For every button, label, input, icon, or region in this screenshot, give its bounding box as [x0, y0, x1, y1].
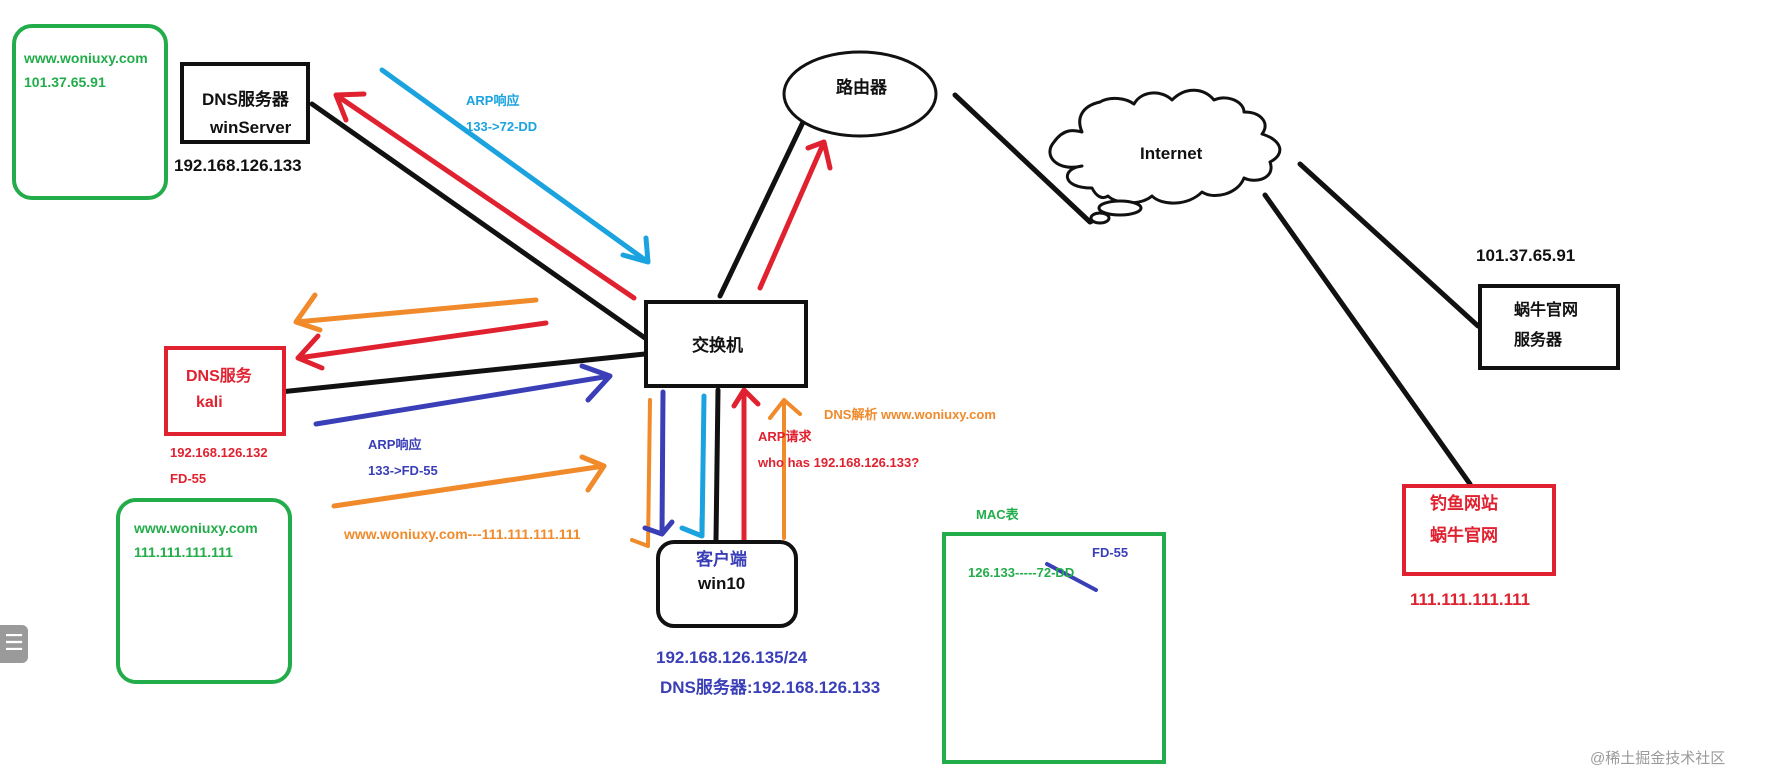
mac-table-box — [942, 532, 1166, 764]
arrow-arp-request-up — [731, 387, 761, 547]
arrow-cyan-down — [679, 393, 707, 539]
dns-cache-server-ip: 101.37.65.91 — [24, 74, 106, 90]
arrow-red-to-router — [757, 139, 833, 291]
spoofed-answer-label: www.woniuxy.com---111.111.111.111 — [344, 526, 581, 542]
arrow-blue-down — [642, 389, 675, 537]
kali-mac: FD-55 — [170, 471, 207, 486]
kali-node — [164, 346, 286, 436]
watermark: @稀土掘金技术社区 — [1590, 750, 1726, 767]
kali-ip: 192.168.126.132 — [170, 445, 268, 460]
dns-cache-kali-ip: 111.111.111.111 — [134, 544, 233, 560]
arrow-dns-query-up — [768, 398, 802, 540]
dns-cache-kali-box — [116, 498, 292, 684]
router-node — [782, 50, 938, 138]
client-os: win10 — [698, 574, 746, 593]
client-label: 客户端 — [696, 550, 747, 569]
mac-table-new-mac: FD-55 — [1092, 545, 1129, 560]
link-switch-client — [713, 387, 721, 543]
dns-server-ip: 192.168.126.133 — [174, 156, 302, 175]
arrow-arp-reply-kali — [313, 363, 613, 427]
mac-table-title: MAC表 — [976, 507, 1019, 522]
dns-server-os: winServer — [210, 118, 292, 137]
link-switch-router — [717, 115, 808, 299]
link-kali-switch — [277, 351, 648, 395]
switch-node — [644, 300, 808, 388]
arrow-arp-reply-server — [379, 67, 651, 265]
arp-reply-server-title: ARP响应 — [466, 93, 520, 108]
dns-server-node — [180, 62, 310, 144]
arrow-red-to-dnsserver — [333, 91, 637, 301]
dns-server-label: DNS服务器 — [202, 90, 289, 109]
arrow-red-to-kali — [295, 320, 549, 371]
arp-reply-server-mapping: 133->72-DD — [466, 119, 538, 134]
menu-icon[interactable]: ☰ — [0, 625, 28, 663]
dns-cache-kali-domain: www.woniuxy.com — [134, 520, 258, 536]
official-server-name: 蜗牛官网 — [1514, 302, 1579, 319]
arrow-spoofed-answer — [331, 454, 607, 509]
internet-label: Internet — [1140, 144, 1203, 163]
arrow-orange-to-kali — [293, 292, 539, 333]
kali-label: DNS服务 — [186, 368, 252, 385]
client-node — [656, 540, 798, 628]
dns-cache-server-domain: www.woniuxy.com — [24, 50, 148, 66]
client-dns-setting: DNS服务器:192.168.126.133 — [660, 678, 881, 697]
official-server-node — [1478, 284, 1620, 370]
arrow-orange-down — [630, 398, 652, 548]
phishing-site-node — [1402, 484, 1556, 576]
client-ip: 192.168.126.135/24 — [656, 648, 808, 667]
kali-os: kali — [196, 394, 223, 411]
internet-cloud — [1048, 88, 1282, 205]
link-dnsserver-switch — [309, 101, 648, 341]
arp-request-title: ARP请求 — [758, 429, 812, 444]
dns-cache-server-box — [12, 24, 168, 200]
phishing-site-fake-name: 蜗牛官网 — [1430, 526, 1498, 545]
dns-query-label: DNS解析 www.woniuxy.com — [824, 407, 996, 422]
router-label: 路由器 — [836, 78, 887, 97]
arp-request-question: who has 192.168.126.133? — [758, 455, 920, 470]
official-server-ip: 101.37.65.91 — [1476, 246, 1576, 265]
internet-cloud-puff — [1097, 199, 1143, 217]
arp-reply-kali-title: ARP响应 — [368, 437, 422, 452]
switch-label: 交换机 — [692, 336, 743, 355]
official-server-role: 服务器 — [1514, 332, 1563, 349]
link-internet-phishing — [1262, 192, 1473, 487]
link-internet-official — [1297, 161, 1481, 329]
mac-table-entry: 126.133-----72-DD — [968, 565, 1075, 580]
phishing-site-label: 钓鱼网站 — [1430, 494, 1498, 513]
arp-reply-kali-mapping: 133->FD-55 — [368, 463, 438, 478]
internet-cloud-puff-small — [1089, 211, 1111, 225]
mac-overwrite-slash — [1045, 562, 1098, 592]
phishing-site-ip: 111.111.111.111 — [1410, 590, 1531, 609]
